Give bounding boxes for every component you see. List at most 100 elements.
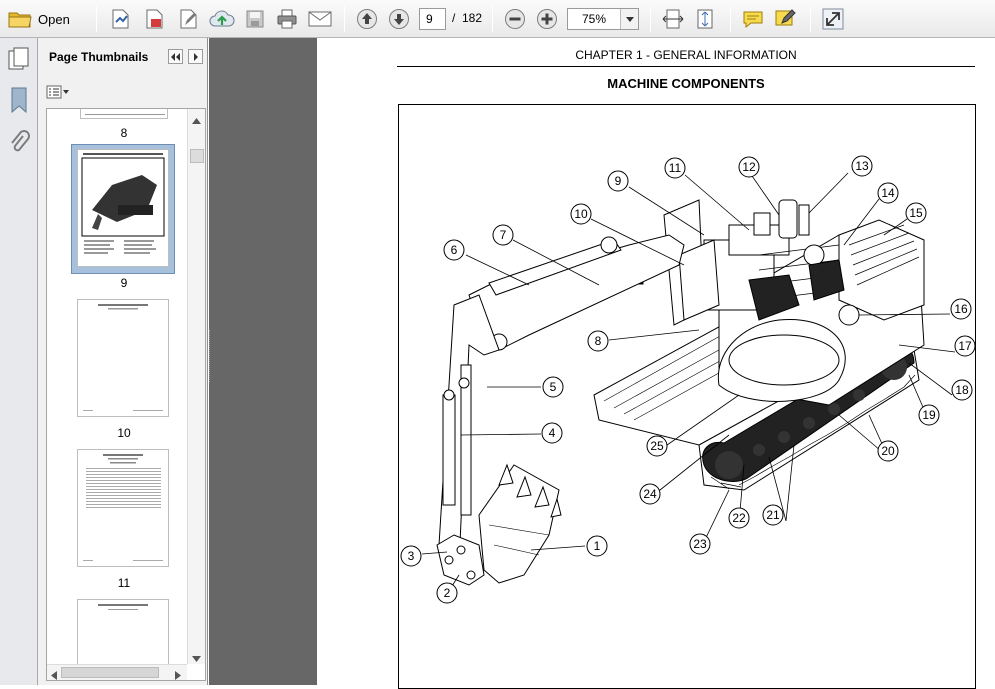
callout-number: 12 [742,160,756,174]
vertical-scrollbar[interactable] [187,109,205,664]
callout-13: 13 [851,155,873,177]
thumbnail-label: 8 [120,126,128,140]
plus-circle-icon [536,8,558,30]
expand-panel-button[interactable] [188,49,203,64]
machine-components-figure: 1 2 3 4 5 6 7 8 9 10 11 12 13 14 15 16 1… [398,104,976,689]
callout-6: 6 [443,239,465,261]
save-button[interactable] [242,6,268,32]
panel-splitter[interactable] [209,330,213,382]
chapter-header: CHAPTER 1 - GENERAL INFORMATION [397,48,975,67]
thumbnail-page-11[interactable] [77,449,169,567]
callout-24: 24 [639,483,661,505]
bookmarks-tab[interactable] [8,86,30,117]
zoom-out-button[interactable] [502,6,528,32]
callout-number: 10 [574,207,588,221]
highlight-button[interactable] [772,6,798,32]
callout-7: 7 [492,224,514,246]
previous-page-button[interactable] [354,6,380,32]
paperclip-icon [8,130,30,159]
excavator-drawing: 1 2 3 4 5 6 7 8 9 10 11 12 13 14 15 16 1… [400,155,975,604]
upload-button[interactable] [208,6,236,32]
callout-number: 17 [958,339,972,353]
excavator-illustration [436,199,925,586]
callout-number: 1 [594,539,601,553]
zoom-select[interactable]: 75% [567,8,639,30]
callout-number: 19 [922,408,936,422]
callout-number: 3 [408,549,415,563]
thumbnail-page-9[interactable] [77,149,169,267]
fit-width-icon [662,8,684,30]
callout-number: 16 [954,302,968,316]
scroll-left-icon[interactable] [51,669,57,680]
print-to-pdf-button[interactable] [142,6,168,32]
thumbnails-panel: Page Thumbnails 8 [38,38,208,685]
thumbnail-options-button[interactable] [46,84,74,102]
callout-number: 5 [550,380,557,394]
next-page-button[interactable] [386,6,412,32]
fit-page-button[interactable] [692,6,718,32]
scroll-up-icon[interactable] [192,113,201,127]
chevron-down-icon[interactable] [620,9,638,29]
thumbnail-page-10[interactable] [77,299,169,417]
page-number-input[interactable] [419,8,446,30]
scroll-right-icon[interactable] [175,669,181,680]
callout-number: 22 [732,511,746,525]
bookmark-icon [8,87,30,117]
thumbnail-label: 11 [117,576,131,590]
speech-bubble-icon [742,9,764,29]
horizontal-scrollbar[interactable] [47,664,187,680]
list-options-icon [46,85,70,102]
callout-11: 11 [664,157,686,179]
callout-number: 23 [693,537,707,551]
comment-button[interactable] [740,6,766,32]
callout-8: 8 [587,330,609,352]
print-button[interactable] [274,6,300,32]
callout-17: 17 [954,335,975,357]
callout-18: 18 [951,379,973,401]
toolbar-separator [650,6,651,32]
thumbnail-label: 10 [117,426,131,440]
hscroll-thumb[interactable] [61,667,159,678]
callout-10: 10 [570,203,592,225]
expand-icon [822,8,844,30]
open-button[interactable]: Open [8,6,80,32]
toolbar-separator [344,6,345,32]
pencil-document-icon [178,8,200,30]
callout-9: 9 [607,170,629,192]
callout-16: 16 [950,298,972,320]
callout-number: 6 [451,243,458,257]
callout-bubbles: 1 2 3 4 5 6 7 8 9 10 11 12 13 14 15 16 1… [400,155,975,604]
callout-21: 21 [762,504,784,526]
thumbnail-list[interactable]: 8 9 10 [46,108,206,681]
pages-icon [6,47,32,75]
open-label: Open [38,11,70,27]
callout-22: 22 [728,507,750,529]
main-toolbar: Open [0,0,995,38]
zoom-in-button[interactable] [534,6,560,32]
edit-document-button[interactable] [176,6,202,32]
page-thumbnails-tab[interactable] [6,46,32,75]
callout-number: 15 [909,206,923,220]
full-screen-button[interactable] [820,6,846,32]
thumbnail-page-8[interactable] [80,109,168,119]
fit-width-button[interactable] [660,6,686,32]
toolbar-separator [492,6,493,32]
scroll-down-icon[interactable] [192,651,201,665]
collapse-panel-button[interactable] [168,49,183,64]
create-pdf-button[interactable] [108,6,134,32]
chevron-right-icon [193,50,199,64]
callout-number: 25 [650,439,664,453]
navigation-rail [0,38,38,685]
panel-title: Page Thumbnails [49,50,149,64]
pdf-page: CHAPTER 1 - GENERAL INFORMATION MACHINE … [317,38,995,689]
scroll-thumb[interactable] [190,149,204,163]
minus-circle-icon [504,8,526,30]
section-title: MACHINE COMPONENTS [607,76,765,91]
page-separator: / [452,11,456,25]
email-button[interactable] [306,6,334,32]
printer-icon [276,9,298,29]
folder-icon [8,9,32,29]
callout-number: 18 [955,383,969,397]
callout-number: 7 [500,228,507,242]
attachments-tab[interactable] [8,130,30,159]
